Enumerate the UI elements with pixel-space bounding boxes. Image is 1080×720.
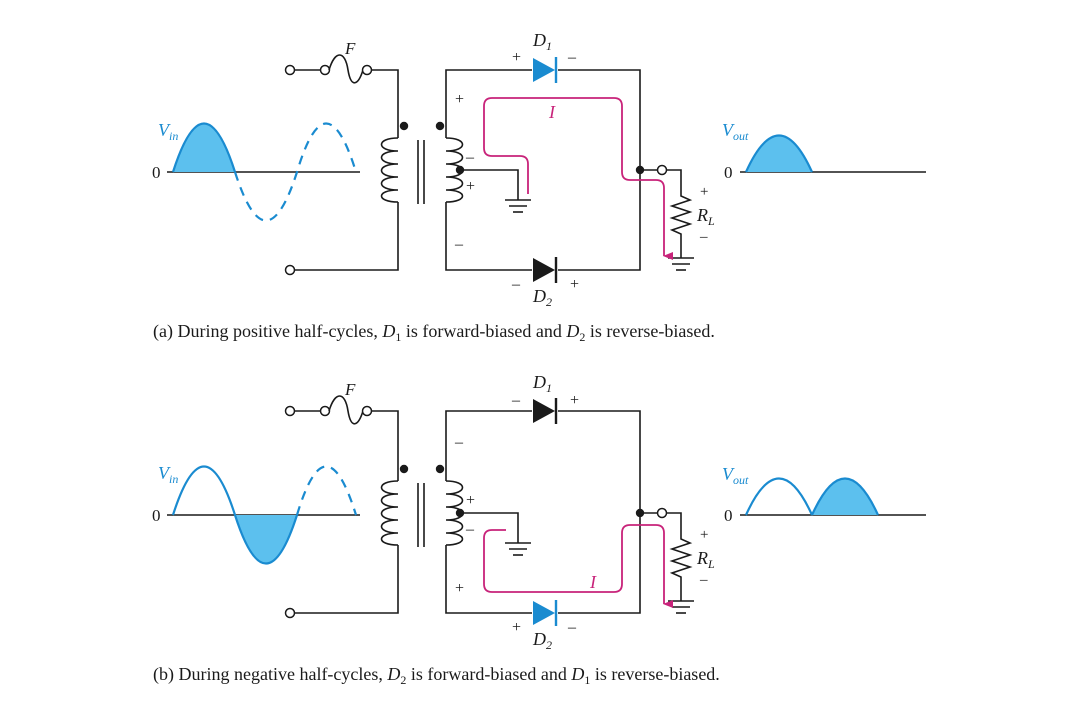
d1-minus-a: –: [567, 49, 577, 66]
transformer-a: [380, 121, 464, 204]
current-label-a: I: [548, 102, 556, 122]
zero-label-b: 0: [152, 506, 161, 525]
load-resistor-a: [666, 169, 693, 258]
d2-plus-a: +: [570, 276, 579, 293]
vin-label-b: Vin: [158, 463, 178, 486]
caption-b: (b) During negative half-cycles, D2 is f…: [153, 664, 720, 687]
wire-bottom-a: [445, 202, 532, 271]
vout-label-b: Vout: [722, 464, 749, 487]
fuse-label-a: F: [344, 39, 356, 58]
rl-label-a: RL: [696, 205, 715, 228]
ground-symbol-center-a: [505, 199, 531, 213]
d2-label-a: D2: [532, 286, 552, 309]
d1-label-a: D1: [532, 30, 552, 53]
sec-bottom-minus-a: –: [454, 236, 464, 253]
transformer-b: [380, 464, 464, 547]
rl-label-b: RL: [696, 548, 715, 571]
rl-plus-a: +: [700, 184, 708, 200]
current-path-a: [483, 97, 673, 260]
d2-label-b: D2: [532, 629, 552, 652]
load-resistor-b: [666, 512, 693, 601]
d2-minus-b: –: [567, 619, 577, 636]
sec-upper-plus-b: +: [466, 492, 475, 509]
rl-minus-a: –: [699, 229, 708, 245]
output-waveform-b: [740, 477, 926, 516]
wire-top-a: [445, 69, 532, 138]
diode-d2-b: [533, 600, 558, 626]
output-terminal-a: [656, 164, 668, 176]
zero-label-a: 0: [152, 163, 161, 182]
vin-label-a: Vin: [158, 120, 178, 143]
center-tap-wire-a: [460, 169, 519, 200]
rl-plus-b: +: [700, 527, 708, 543]
center-tap-node-b: [455, 508, 465, 518]
d1-label-b: D1: [532, 372, 552, 395]
panel-a: Vin 0 F: [152, 30, 926, 344]
wire-bottom-b: [445, 545, 532, 614]
wire-right-b: [558, 410, 641, 614]
input-waveform-b: [167, 465, 360, 565]
d2-minus-a: –: [511, 276, 521, 293]
rl-minus-b: –: [699, 572, 708, 588]
ground-symbol-load-b: [668, 600, 694, 614]
wire-top-b: [445, 410, 532, 481]
sec-upper-minus-a: –: [465, 149, 475, 166]
current-label-b: I: [589, 572, 597, 592]
sec-lower-plus-a: +: [466, 178, 475, 195]
diode-d1-b: [533, 398, 558, 424]
wire-right-a: [558, 69, 641, 271]
ground-symbol-load-a: [668, 257, 694, 271]
caption-a: (a) During positive half-cycles, D1 is f…: [153, 321, 715, 344]
center-tap-wire-b: [460, 512, 519, 543]
d1-minus-b: –: [511, 392, 521, 409]
zero-out-label-a: 0: [724, 163, 733, 182]
sec-bottom-plus-b: +: [455, 580, 464, 597]
d2-plus-b: +: [512, 619, 521, 636]
fuse-label-b: F: [344, 380, 356, 399]
sec-lower-minus-b: –: [465, 521, 475, 538]
output-waveform-a: [740, 134, 926, 173]
zero-out-label-b: 0: [724, 506, 733, 525]
panel-b: Vin 0 F: [152, 372, 926, 687]
input-terminals-b: [284, 395, 399, 619]
vout-label-a: Vout: [722, 120, 749, 143]
input-waveform-a: [167, 122, 360, 222]
diode-d1-a: [533, 57, 558, 83]
sec-top-minus-b: –: [454, 434, 464, 451]
center-tap-node-a: [455, 165, 465, 175]
current-path-b: [483, 524, 673, 608]
sec-top-plus-a: +: [455, 91, 464, 108]
ground-symbol-center-b: [505, 542, 531, 556]
d1-plus-a: +: [512, 49, 521, 66]
diode-d2-a: [533, 257, 558, 283]
output-terminal-b: [656, 507, 668, 519]
input-terminals-a: [284, 54, 399, 276]
d1-plus-b: +: [570, 392, 579, 409]
